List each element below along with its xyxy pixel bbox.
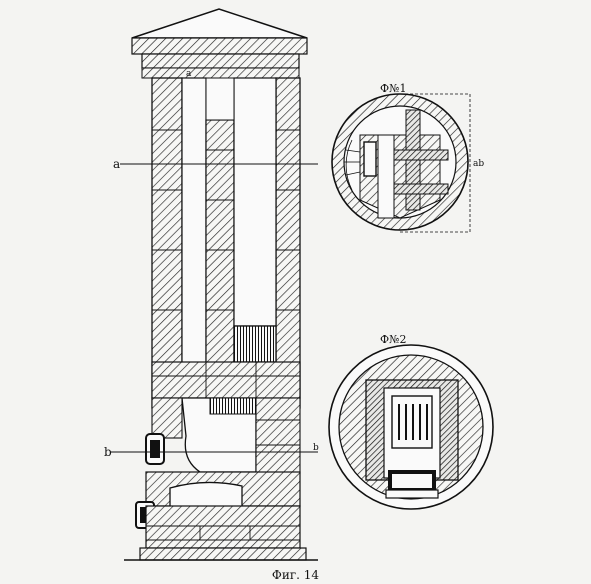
figure-caption: Фиг. 14 xyxy=(271,568,320,582)
pediment xyxy=(131,8,308,39)
cornice-lower xyxy=(141,53,300,69)
plan-1: Ф№1 ab xyxy=(331,82,484,233)
cornice xyxy=(131,37,308,55)
left-wall xyxy=(151,77,183,409)
section-mark-lower-right: b xyxy=(313,443,319,453)
flue-right xyxy=(233,77,277,327)
base-plinth xyxy=(145,505,301,549)
central-partition xyxy=(205,119,235,376)
middle-band xyxy=(151,361,301,399)
plan-1-dimension: ab xyxy=(473,159,484,169)
grate-block xyxy=(233,325,277,363)
right-wall xyxy=(275,77,301,409)
section-mark-upper-left: a xyxy=(113,157,120,171)
top-mark: a xyxy=(186,69,192,79)
plan-2-title: Ф№2 xyxy=(380,333,407,346)
plan-1-title: Ф№1 xyxy=(380,82,407,95)
flue-left xyxy=(181,77,207,399)
plan-2: Ф№2 xyxy=(328,333,494,510)
section-mark-lower-left: b xyxy=(104,445,112,459)
elevation-section: a b b a xyxy=(104,8,319,561)
